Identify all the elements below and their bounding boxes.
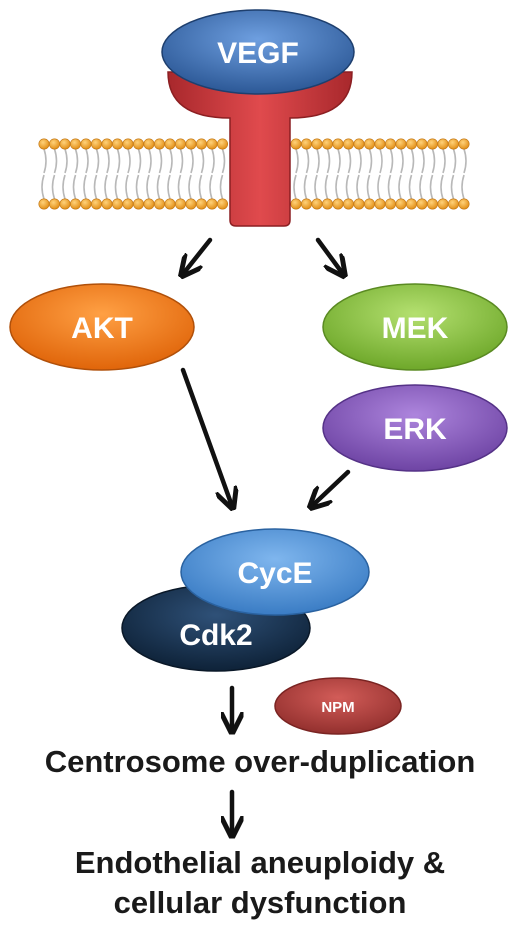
lipid-head (300, 198, 312, 210)
vegf-label: VEGF (217, 37, 299, 70)
lipid-head (405, 138, 417, 150)
lipid-head (101, 198, 113, 210)
lipid-head (342, 198, 354, 210)
lipid-head (332, 138, 344, 150)
lipid-head (353, 198, 365, 210)
lipid-head (416, 138, 428, 150)
vegf-receptor (167, 71, 353, 227)
lipid-head (38, 138, 50, 150)
lipid-head (112, 138, 124, 150)
lipid-head (416, 198, 428, 210)
lipid-head (353, 138, 365, 150)
lipid-head (437, 138, 449, 150)
lipid-head (38, 198, 50, 210)
lipid-head (185, 198, 197, 210)
lipid-head (196, 138, 208, 150)
lipid-head (185, 138, 197, 150)
lipid-head (458, 198, 470, 210)
lipid-head (59, 198, 71, 210)
lipid-head (59, 138, 71, 150)
npm-node: NPM (274, 677, 402, 735)
lipid-head (300, 138, 312, 150)
lipid-head (196, 198, 208, 210)
akt-node: AKT (9, 283, 195, 371)
lipid-head (217, 198, 229, 210)
lipid-head (332, 198, 344, 210)
aneuploidy-text: Endothelial aneuploidy & cellular dysfun… (0, 843, 520, 923)
cell-membrane (38, 138, 470, 210)
cyce-node: CycE (180, 528, 370, 616)
lipid-head (374, 198, 386, 210)
cdk2-label: Cdk2 (179, 619, 252, 652)
lipid-head (447, 138, 459, 150)
lipid-head (112, 198, 124, 210)
lipid-head (48, 138, 60, 150)
lipid-head (206, 138, 218, 150)
lipid-head (122, 138, 134, 150)
erk-label: ERK (383, 413, 447, 446)
lipid-head (342, 138, 354, 150)
lipid-head (133, 198, 145, 210)
lipid-head (143, 198, 155, 210)
lipid-head (384, 198, 396, 210)
lipid-head (175, 198, 187, 210)
lipid-head (426, 198, 438, 210)
lipid-head (363, 198, 375, 210)
lipid-head (290, 138, 302, 150)
aneuploidy-line-2: cellular dysfunction (113, 885, 407, 920)
lipid-head (405, 198, 417, 210)
akt-label: AKT (71, 312, 133, 345)
lipid-head (217, 138, 229, 150)
lipid-head (290, 198, 302, 210)
lipid-head (311, 198, 323, 210)
lipid-head (458, 138, 470, 150)
lipid-head (426, 138, 438, 150)
lipid-head (164, 138, 176, 150)
lipid-head (133, 138, 145, 150)
arrow-receptor-to-mek (315, 237, 343, 274)
lipid-head (101, 138, 113, 150)
lipid-head (91, 198, 103, 210)
vegf-node: VEGF (161, 9, 355, 95)
lipid-head (70, 138, 82, 150)
npm-label: NPM (321, 699, 354, 716)
lipid-head (91, 138, 103, 150)
lipid-head (311, 138, 323, 150)
centrosome-overduplication-text: Centrosome over-duplication (44, 744, 476, 779)
lipid-head (321, 138, 333, 150)
lipid-head (437, 198, 449, 210)
mek-label: MEK (382, 312, 449, 345)
lipid-head (395, 198, 407, 210)
cyce-label: CycE (237, 557, 312, 590)
arrow-receptor-to-akt (183, 237, 213, 274)
mek-node: MEK (322, 283, 508, 371)
lipid-head (154, 138, 166, 150)
lipid-head (395, 138, 407, 150)
lipid-head (363, 138, 375, 150)
lipid-head (80, 198, 92, 210)
lipid-head (374, 138, 386, 150)
lipid-head (143, 138, 155, 150)
erk-node: ERK (322, 384, 508, 472)
lipid-head (154, 198, 166, 210)
lipid-head (384, 138, 396, 150)
lipid-head (80, 138, 92, 150)
lipid-head (70, 198, 82, 210)
lipid-head (122, 198, 134, 210)
lipid-head (48, 198, 60, 210)
lipid-head (206, 198, 218, 210)
lipid-head (447, 198, 459, 210)
lipid-head (175, 138, 187, 150)
lipid-head (321, 198, 333, 210)
arrow-akt-to-cdk2 (180, 367, 232, 506)
lipid-head (164, 198, 176, 210)
aneuploidy-line-1: Endothelial aneuploidy & (74, 845, 446, 880)
arrow-erk-to-cdk2 (312, 469, 351, 506)
